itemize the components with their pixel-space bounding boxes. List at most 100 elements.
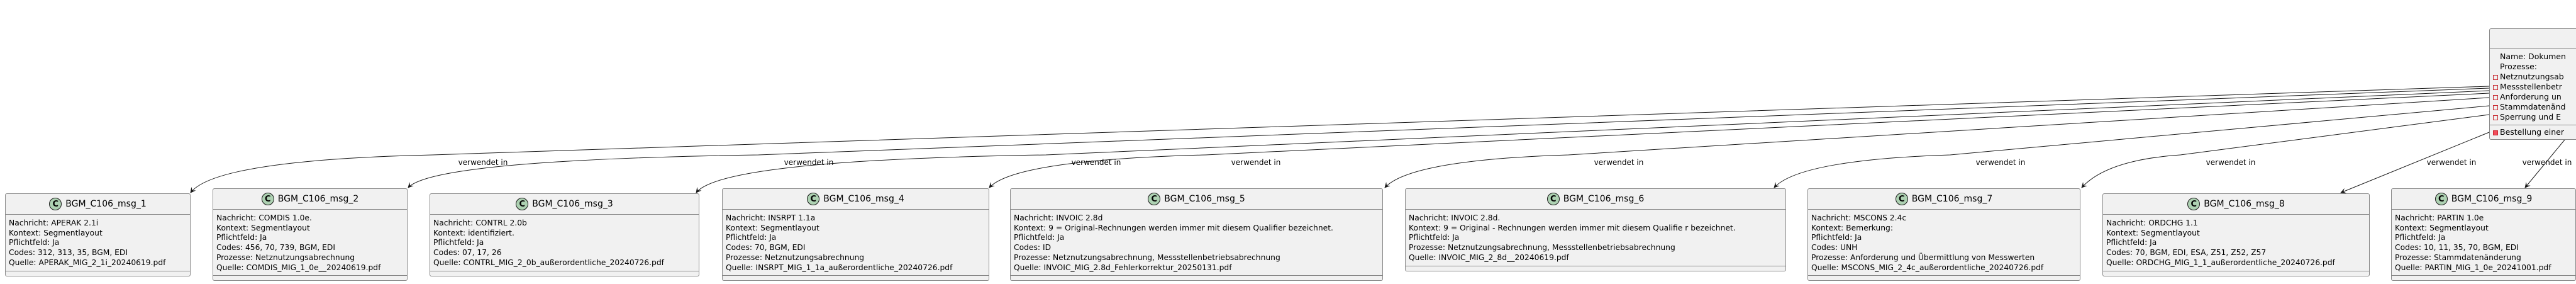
class-name: BGM_C106_msg_4 <box>823 194 904 204</box>
class-attribute: Pflichtfeld: Ja <box>9 238 60 247</box>
class-attribute: Pflichtfeld: Ja <box>1409 233 1460 242</box>
main-prozesse-label: Prozesse: <box>2500 62 2538 71</box>
process-label: Netznutzungsab <box>2500 72 2564 81</box>
class-c-icon: C <box>1148 193 1161 205</box>
class-attribute: Quelle: ORDCHG_MIG_1_1_außerordentliche_… <box>2106 258 2335 267</box>
class-body: Nachricht: INVOIC 2.8d.Kontext: 9 = Orig… <box>1406 210 1785 266</box>
class-name: BGM_C106_msg_2 <box>277 194 359 204</box>
class-attribute: Codes: 70, BGM, EDI <box>726 243 806 253</box>
class-attribute: Pflichtfeld: Ja <box>1811 233 1862 242</box>
field-icon <box>2493 85 2498 90</box>
class-footer <box>213 276 407 280</box>
class-attribute: Pflichtfeld: Ja <box>2106 238 2157 247</box>
usage-edge <box>2081 114 2490 188</box>
class-attribute: Codes: UNH <box>1811 243 1858 253</box>
process-item: Messstellenbetr <box>2490 82 2576 92</box>
class-c-icon: C <box>261 193 274 205</box>
field-icon <box>2493 95 2498 100</box>
usage-edge <box>2340 132 2490 194</box>
class-attribute: Codes: 70, BGM, EDI, ESA, Z51, Z52, Z57 <box>2106 248 2267 258</box>
class-footer <box>1406 266 1785 271</box>
usage-edge <box>190 86 2490 193</box>
class-attribute: Kontext: Segmentlayout <box>9 228 103 237</box>
class-attribute: Quelle: CONTRL_MIG_2_0b_außerordentliche… <box>433 258 664 267</box>
class-attribute: Nachricht: APERAK 2.1i <box>9 219 99 227</box>
class-name: BGM_C106_msg_5 <box>1164 194 1245 204</box>
class-attribute: Prozesse: Netznutzungsabrechnung <box>216 253 355 262</box>
usage-edge <box>2524 139 2565 188</box>
class-c-icon: C <box>516 198 529 210</box>
class-attribute: Nachricht: PARTIN 1.0e <box>2395 213 2484 222</box>
class-footer <box>1011 276 1382 280</box>
process-label: Stammdatenänd <box>2500 102 2566 111</box>
class-attribute: Kontext: 9 = Original - Rechnungen werde… <box>1409 223 1736 232</box>
main-class-header <box>2490 29 2576 49</box>
usage-edge <box>989 93 2490 188</box>
usage-edge <box>408 88 2490 188</box>
class-attribute: Kontext: identifiziert. <box>433 228 514 237</box>
usage-edge <box>696 90 2490 193</box>
class-attribute: Nachricht: CONTRL 2.0b <box>433 219 527 227</box>
class-attribute: Quelle: COMDIS_MIG_1_0e__20240619.pdf <box>216 263 381 272</box>
class-name: BGM_C106_msg_8 <box>2204 199 2285 209</box>
edge-label: verwendet in <box>1975 158 2026 167</box>
class-footer <box>2392 276 2575 280</box>
class-footer <box>430 271 699 276</box>
main-class-box[interactable]: Name: Dokumen Prozesse: Netznutzungsab M… <box>2489 28 2576 140</box>
edge-label: verwendet in <box>458 158 508 167</box>
class-attribute: Quelle: INVOIC_MIG_2.8d_Fehlerkorrektur_… <box>1014 263 1232 272</box>
class-attribute: Kontext: Segmentlayout <box>726 223 819 232</box>
edge-label: verwendet in <box>1071 158 1121 167</box>
class-name: BGM_C106_msg_3 <box>532 199 613 209</box>
class-attribute: Quelle: INSRPT_MIG_1_1a_außerordentliche… <box>726 263 953 272</box>
class-attribute: Codes: 312, 313, 35, BGM, EDI <box>9 248 128 258</box>
process-label: Sperrung und E <box>2500 112 2562 122</box>
class-c-icon: C <box>49 198 62 210</box>
class-attribute: Quelle: APERAK_MIG_2_1i_20240619.pdf <box>9 258 166 267</box>
class-c-icon: C <box>1546 193 1560 205</box>
process-item: Stammdatenänd <box>2490 102 2576 112</box>
field-icon <box>2493 115 2498 120</box>
process-item: Anforderung un <box>2490 92 2576 102</box>
class-attribute: Nachricht: MSCONS 2.4c <box>1811 213 1907 222</box>
class-attribute: Prozesse: Anforderung und Übermittlung v… <box>1811 253 2035 262</box>
method-item: Bestellung einer <box>2490 127 2576 137</box>
class-attribute: Pflichtfeld: Ja <box>433 238 484 247</box>
class-attribute: Nachricht: INVOIC 2.8d. <box>1409 213 1501 222</box>
process-item: Sperrung und E <box>2490 112 2576 122</box>
class-attribute: Prozesse: Stammdatenänderung <box>2395 253 2521 262</box>
class-attribute: Nachricht: COMDIS 1.0e. <box>216 213 312 222</box>
class-footer <box>6 271 190 276</box>
main-name-line: Name: Dokumen <box>2500 52 2566 61</box>
class-attribute: Nachricht: INVOIC 2.8d <box>1014 213 1103 222</box>
edge-label: verwendet in <box>784 158 834 167</box>
class-attribute: Pflichtfeld: Ja <box>2395 233 2446 242</box>
edge-label: verwendet in <box>1594 158 1644 167</box>
class-c-icon: C <box>2187 198 2201 210</box>
class-attribute: Codes: 456, 70, 739, BGM, EDI <box>216 243 336 253</box>
method-icon <box>2493 130 2498 135</box>
usage-edge <box>1384 97 2490 188</box>
